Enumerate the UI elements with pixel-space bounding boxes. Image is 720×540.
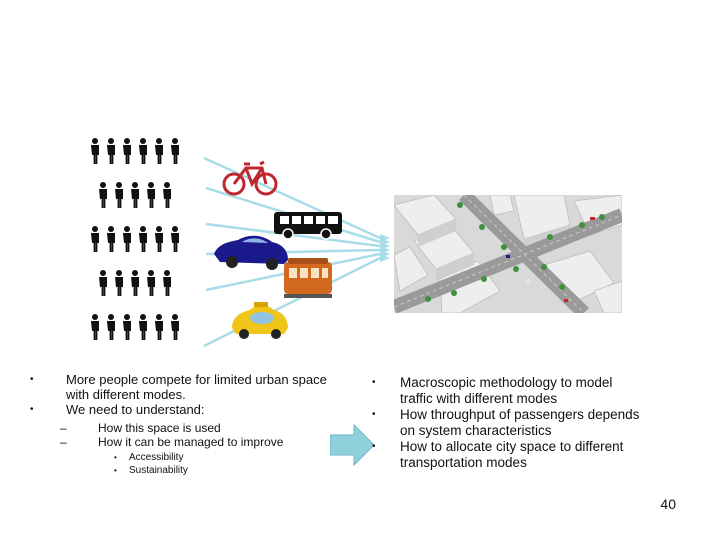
- bus-icon: [274, 212, 342, 240]
- modes-illustration: [203, 156, 390, 348]
- sub-list-item-text: How it can be managed to improve: [98, 435, 284, 449]
- dash: –: [60, 435, 67, 449]
- bullet: •: [372, 377, 376, 388]
- sub-sub-list-item-text: Accessibility: [129, 452, 184, 463]
- city-intersection-image: [394, 195, 622, 313]
- sub-list-item-text: How this space is used: [98, 421, 221, 435]
- arrow-heads: [380, 234, 390, 262]
- list-item-text: How throughput of passengers depends on …: [400, 407, 640, 438]
- list-item: • More people compete for limited urban …: [30, 372, 340, 402]
- sub-list-item: – How it can be managed to improve: [30, 435, 340, 449]
- right-bullet-list: • Macroscopic methodology to model traff…: [372, 375, 642, 471]
- taxi-icon: [232, 302, 288, 339]
- list-item-text: We need to understand:: [66, 402, 205, 417]
- list-item-text: How to allocate city space to different …: [400, 439, 624, 470]
- page-number: 40: [660, 496, 676, 512]
- list-item-text: More people compete for limited urban sp…: [66, 372, 327, 402]
- bullet: •: [30, 374, 34, 385]
- bullet: •: [372, 441, 376, 452]
- tram-icon: [284, 258, 332, 298]
- arrow-right-icon: [330, 423, 374, 467]
- sub-sub-list-item-text: Sustainability: [129, 465, 188, 476]
- bicycle-icon: [222, 160, 278, 196]
- bullet: •: [372, 409, 376, 420]
- sub-list-item: – How this space is used: [30, 421, 340, 435]
- dash: –: [60, 421, 67, 435]
- people-group-icon: [91, 138, 179, 360]
- bullet: •: [30, 404, 34, 415]
- list-item: • We need to understand:: [30, 402, 340, 417]
- bullet: •: [114, 453, 117, 462]
- list-item-text: Macroscopic methodology to model traffic…: [400, 375, 613, 406]
- car-icon: [214, 235, 288, 270]
- sub-sub-list-item: • Accessibility: [30, 451, 340, 464]
- list-item: • Macroscopic methodology to model traff…: [372, 375, 642, 406]
- sub-sub-list-item: • Sustainability: [30, 464, 340, 477]
- list-item: • How throughput of passengers depends o…: [372, 407, 642, 438]
- left-bullet-list: • More people compete for limited urban …: [30, 372, 340, 477]
- bullet: •: [114, 466, 117, 475]
- list-item: • How to allocate city space to differen…: [372, 439, 642, 470]
